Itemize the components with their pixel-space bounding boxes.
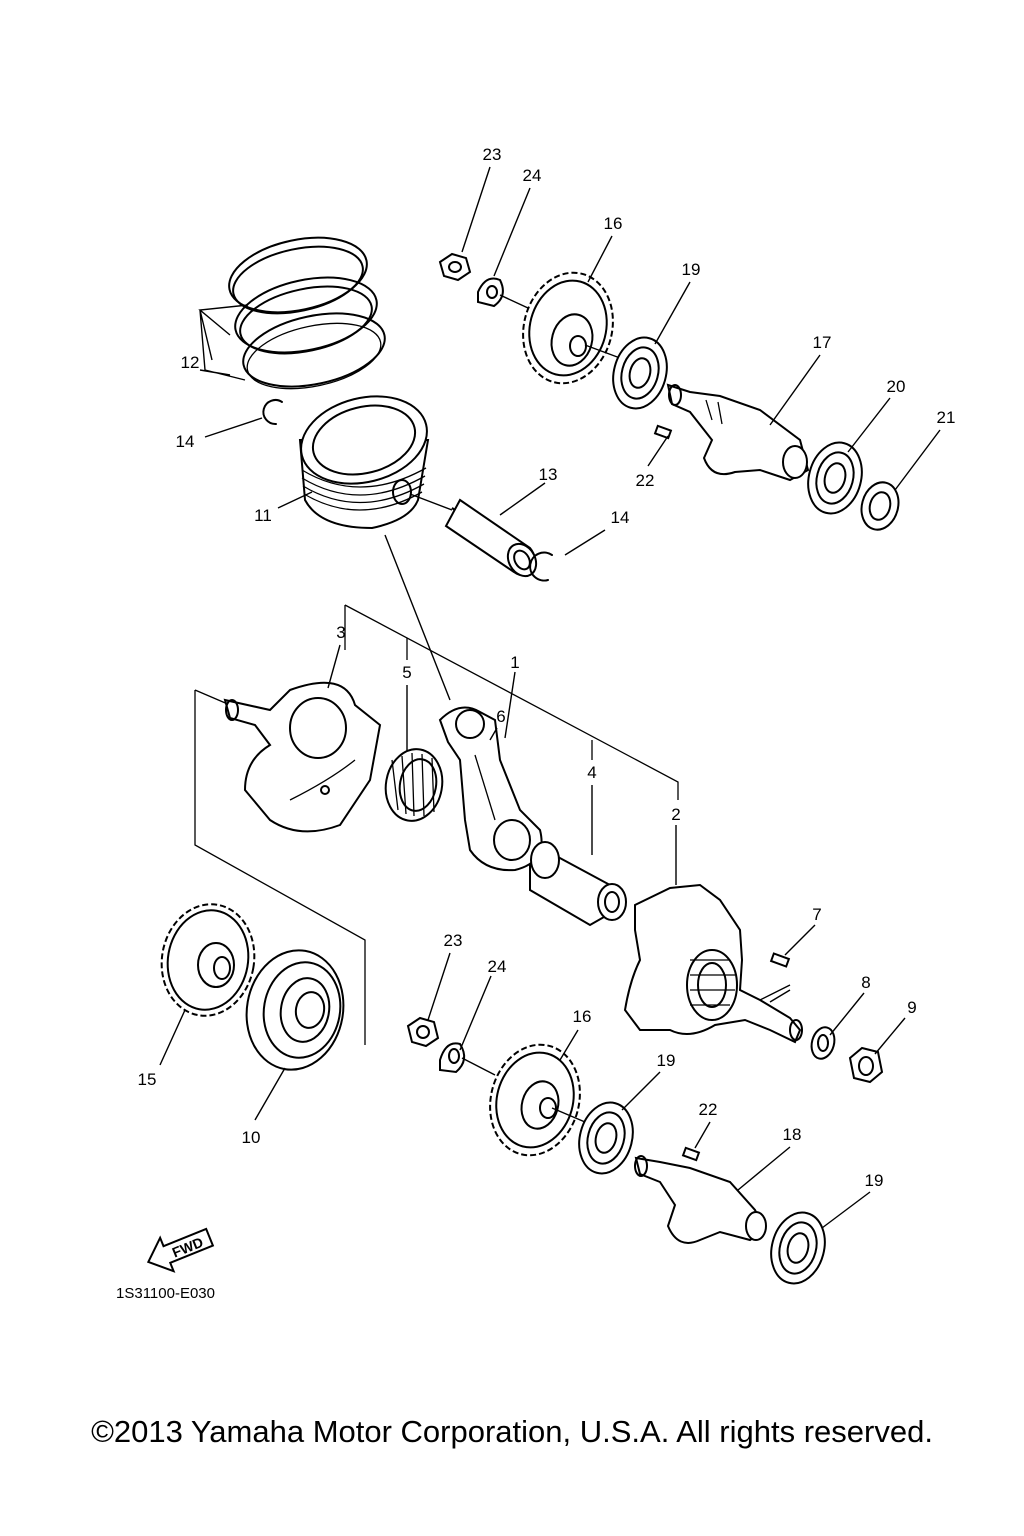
- callout-22: 22: [636, 471, 655, 490]
- balancer-gear-top: [522, 271, 614, 385]
- callout-4: 4: [587, 763, 596, 782]
- callout-17: 17: [813, 333, 832, 352]
- fwd-arrow: FWD: [146, 1227, 215, 1273]
- woodruff-key: [769, 952, 791, 968]
- lock-washer-bottom: [439, 1042, 466, 1074]
- assembly-bracket: [194, 534, 679, 1045]
- callout-19: 19: [865, 1171, 884, 1190]
- callout-12: 12: [181, 353, 200, 372]
- balancer-gear-bottom: [489, 1043, 581, 1157]
- callout-2: 2: [671, 805, 680, 824]
- woodruff-key: [681, 1146, 701, 1162]
- callout-15: 15: [138, 1070, 157, 1089]
- callout-10: 10: [242, 1128, 261, 1147]
- main-bearing: [245, 949, 345, 1071]
- leader-lines: [159, 166, 941, 1229]
- callout-3: 3: [336, 623, 345, 642]
- callout-18: 18: [783, 1125, 802, 1144]
- callout-22: 22: [699, 1100, 718, 1119]
- callout-23: 23: [483, 145, 502, 164]
- callout-1: 1: [510, 653, 519, 672]
- callout-19: 19: [682, 260, 701, 279]
- washer-8: [810, 1026, 836, 1060]
- callout-5: 5: [402, 663, 411, 682]
- nut-top: [438, 252, 472, 282]
- needle-bearing: [384, 748, 444, 822]
- bearing-bottom: [770, 1211, 826, 1285]
- balancer-shaft-2: [634, 1155, 767, 1244]
- crank-web-left: [223, 681, 382, 833]
- callout-24: 24: [488, 957, 507, 976]
- callout-8: 8: [861, 973, 870, 992]
- callout-labels: 23 24 16 19 17 20 21 22 12 14 11 13 14 3…: [138, 145, 956, 1190]
- primary-drive-gear: [160, 903, 256, 1017]
- callout-13: 13: [539, 465, 558, 484]
- bearing-top: [612, 336, 668, 410]
- piston: [298, 395, 430, 530]
- callout-6: 6: [496, 707, 505, 726]
- callout-16: 16: [604, 214, 623, 233]
- oil-seal-21: [860, 481, 900, 531]
- nut-bottom: [406, 1016, 440, 1048]
- crank-pin: [529, 841, 627, 927]
- piston-pin: [409, 493, 538, 578]
- callout-7: 7: [812, 905, 821, 924]
- diagram-code: 1S31100-E030: [116, 1285, 215, 1302]
- callout-14: 14: [611, 508, 630, 527]
- lock-washer-top: [477, 277, 504, 308]
- callout-14: 14: [176, 432, 195, 451]
- woodruff-key: [653, 424, 673, 440]
- callout-23: 23: [444, 931, 463, 950]
- callout-20: 20: [887, 377, 906, 396]
- callout-24: 24: [523, 166, 542, 185]
- crankshaft-right: [623, 883, 803, 1044]
- nut-9: [848, 1046, 884, 1084]
- callout-19: 19: [657, 1051, 676, 1070]
- bearing-20: [807, 441, 863, 515]
- callout-21: 21: [937, 408, 956, 427]
- bearing-middle: [578, 1101, 634, 1175]
- callout-16: 16: [573, 1007, 592, 1026]
- callout-11: 11: [254, 506, 272, 525]
- piston-rings: [228, 236, 386, 390]
- callout-9: 9: [907, 998, 916, 1017]
- balancer-shaft-1: [666, 383, 810, 482]
- copyright-notice: ©2013 Yamaha Motor Corporation, U.S.A. A…: [91, 1414, 933, 1449]
- connecting-rod: [438, 706, 543, 872]
- circlip: [529, 551, 553, 582]
- circlip: [262, 399, 283, 426]
